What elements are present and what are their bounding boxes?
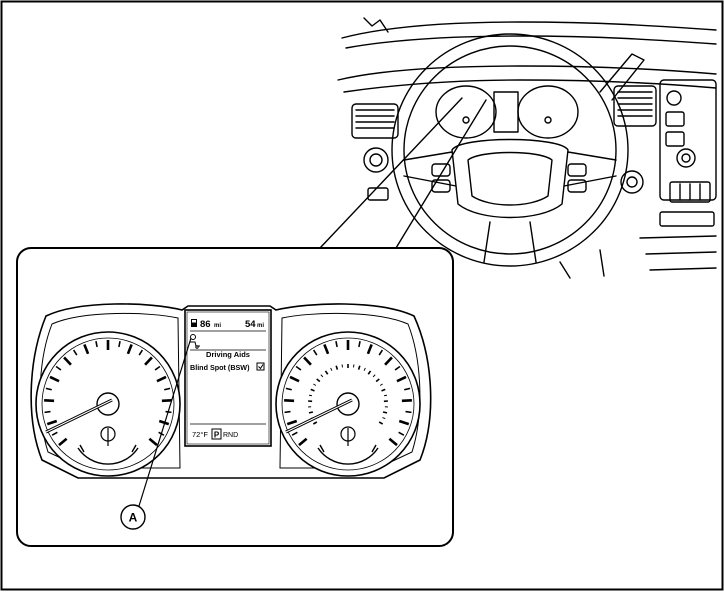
range-left-unit: mi [214,323,221,329]
range-left-value: 86 [200,319,211,330]
cluster-callout-panel: 86 mi 54 mi Driving Aids Blind Spot (BSW… [17,248,453,546]
gauge-tick [359,341,360,347]
center-display: 86 mi 54 mi Driving Aids Blind Spot (BSW… [185,310,271,446]
gauge-tick [119,341,120,347]
fuel-pump-icon [191,319,197,327]
gauge-tick [383,412,387,413]
gear-selected: P [214,431,220,440]
gauge-tick [402,400,412,401]
left-gauge [36,332,180,476]
gauge-tick [44,400,54,401]
gauge-tick [309,395,312,396]
gauge-tick [309,412,313,413]
range-right-unit: mi [257,323,264,329]
temperature-readout: 72°F [192,430,208,439]
gauge-tick [162,400,172,401]
gauge-tick [284,400,294,401]
callout-a-label: A [129,511,138,525]
dashboard-overview [320,18,716,278]
menu-title: Driving Aids [206,350,250,359]
gauge-tick [336,366,337,370]
gear-others: RND [223,432,238,439]
gauge-tick [359,366,360,370]
gauge-tick [384,395,387,396]
menu-item-blind-spot: Blind Spot (BSW) [190,363,250,372]
gauge-tick [406,412,412,413]
gauge-tick [96,341,97,347]
gauge-tick [285,412,291,413]
gauge-tick [45,412,51,413]
range-right-value: 54 [245,319,256,330]
gauge-tick [336,341,337,347]
right-gauge [276,332,420,476]
